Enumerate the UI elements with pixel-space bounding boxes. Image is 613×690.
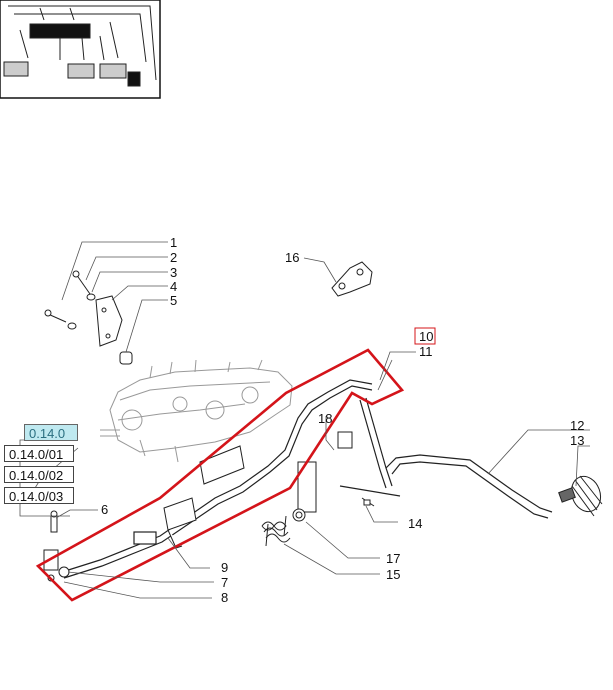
- ref-item-1[interactable]: 0.14.0/01: [4, 445, 74, 462]
- bolt-6: [50, 510, 58, 533]
- callout-labels: 1 2 3 4 5 6 7 8 9 10 11 12 13 14 15 16 1…: [101, 235, 584, 605]
- callout-10-box: [414, 327, 436, 345]
- callout-10: 10: [419, 329, 433, 344]
- ref-item-3[interactable]: 0.14.0/03: [4, 487, 74, 504]
- callout-15: 15: [386, 567, 400, 582]
- control-cable: [61, 379, 373, 579]
- bushing-17: [292, 508, 306, 522]
- callout-13: 13: [570, 433, 584, 448]
- clip-part-16: [331, 261, 373, 297]
- callout-9: 9: [221, 560, 228, 575]
- pedal-pad: [558, 475, 603, 517]
- highlight-outline: [35, 348, 405, 602]
- callout-3: 3: [170, 265, 177, 280]
- cable-brackets: [163, 431, 353, 549]
- callout-2: 2: [170, 250, 177, 265]
- callout-1: 1: [170, 235, 177, 250]
- pedal-shaft: [385, 454, 553, 519]
- callout-17: 17: [386, 551, 400, 566]
- callout-5: 5: [170, 293, 177, 308]
- callout-8: 8: [221, 590, 228, 605]
- pin-14: [361, 497, 375, 507]
- callout-12: 12: [570, 418, 584, 433]
- callout-7: 7: [221, 575, 228, 590]
- callout-4: 4: [170, 279, 177, 294]
- ref-active[interactable]: 0.14.0: [24, 424, 78, 441]
- callout-14: 14: [408, 516, 422, 531]
- return-spring: [261, 515, 291, 547]
- callout-18: 18: [318, 411, 332, 426]
- callout-11: 11: [419, 344, 433, 359]
- inset-thumbnail[interactable]: [0, 0, 161, 99]
- callout-16: 16: [285, 250, 299, 265]
- transmission-housing-drawing: [100, 359, 293, 463]
- mounting-bracket: [95, 295, 123, 347]
- bolts-1-3: [44, 270, 133, 365]
- leader-lines: [19, 241, 590, 599]
- ref-item-2[interactable]: 0.14.0/02: [4, 466, 74, 483]
- callout-6: 6: [101, 502, 108, 517]
